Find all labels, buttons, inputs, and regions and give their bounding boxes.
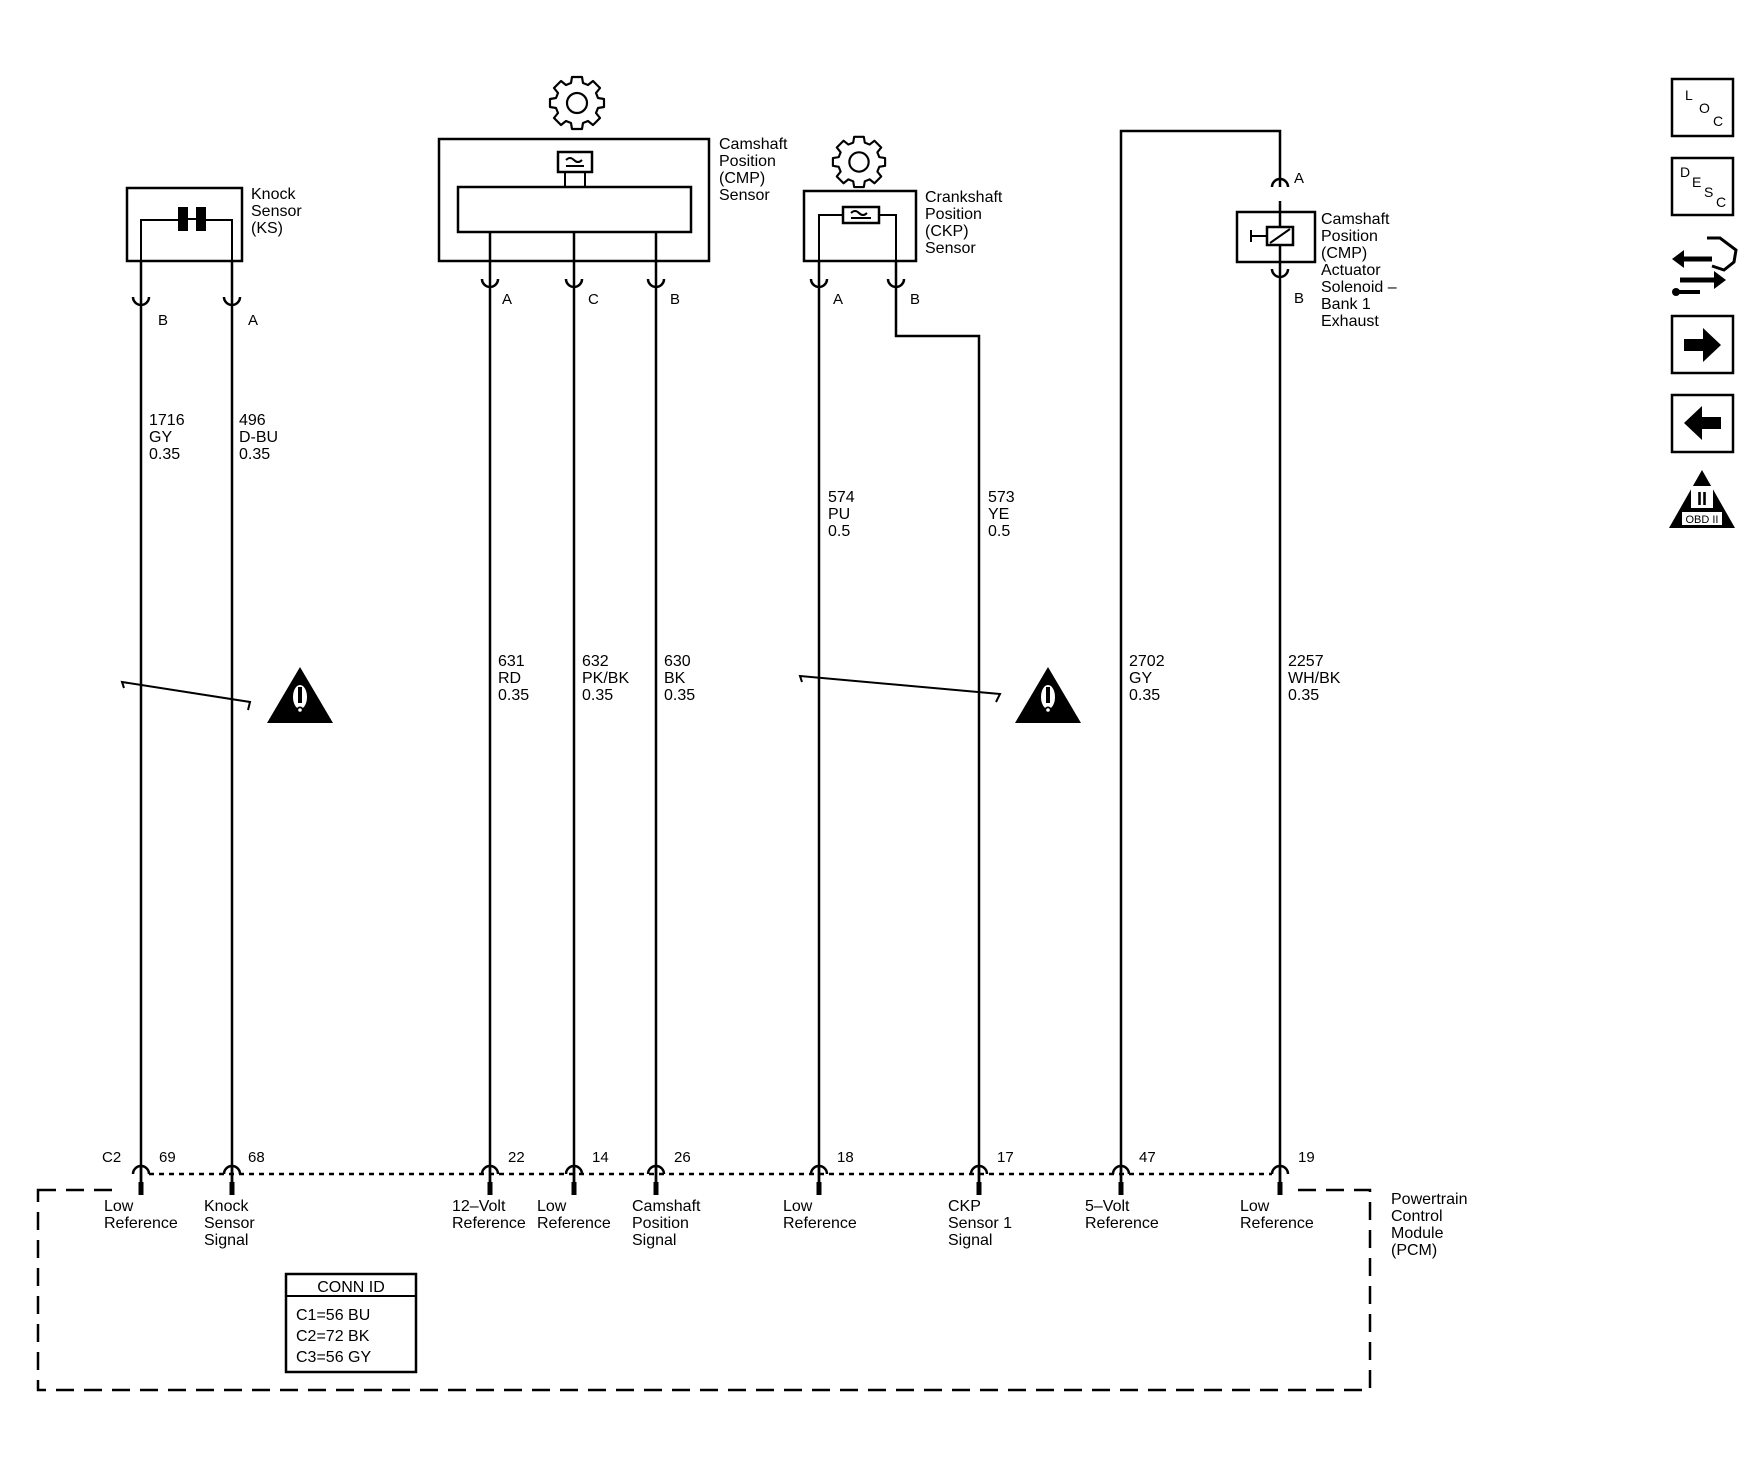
obd-roman: II [1697,489,1707,509]
conn-id-row: C2=72 BK [296,1328,370,1345]
circuit-631-label: 631 RD 0.35 [498,653,529,704]
loc-letter: O [1699,100,1710,116]
conn-id-title: CONN ID [317,1279,385,1296]
pcm-terminal-label: CKP Sensor 1 Signal [948,1198,1017,1249]
circuit-632-label: 632 PK/BK 0.35 [582,653,634,704]
pcm-terminal-label: Low Reference [537,1198,611,1232]
pin-label: A [1294,170,1304,187]
circuit-2257-label: 2257 WH/BK 0.35 [1288,653,1345,704]
description-button[interactable]: D E S C [1670,156,1735,217]
pcm-terminal-label: Low Reference [104,1198,178,1232]
ckp-sensor-label: Crankshaft Position (CKP) Sensor [925,189,1007,257]
circuit-2702-label: 2702 GY 0.35 [1129,653,1169,704]
circuit-574-label: 574 PU 0.5 [828,489,859,540]
location-button[interactable]: L O C [1670,77,1735,138]
next-button[interactable] [1670,314,1735,375]
gear-icon [548,75,606,131]
desc-letter: C [1716,194,1726,210]
next-arrow-icon [1684,328,1721,362]
circuit-labels: 1716 GY 0.35 496 D-BU 0.35 631 RD 0.35 6… [149,412,1345,704]
wires [139,129,1282,1190]
pcm-pin: 19 [1298,1149,1315,1166]
pcm-terminal-label: 5–Volt Reference [1085,1198,1159,1232]
knock-sensor: Knock Sensor (KS) [125,186,306,263]
pcm: C2 69 68 22 14 26 18 17 47 19 Low Refere… [36,1149,1472,1392]
caution-icon[interactable] [267,667,333,723]
conn-id-table: CONN ID C1=56 BU C2=72 BK C3=56 GY [284,1272,418,1374]
pin-label: B [1294,290,1304,307]
circuit-496-label: 496 D-BU 0.35 [239,412,283,463]
pcm-pin: 18 [837,1149,854,1166]
pcm-terminal-label: Knock Sensor Signal [204,1198,259,1249]
pcm-connector-id: C2 [102,1149,121,1166]
pin-label: A [248,312,258,329]
pin-label: B [670,291,680,308]
circuit-630-label: 630 BK 0.35 [664,653,695,704]
pcm-body [36,1188,1372,1392]
pcm-pin: 14 [592,1149,609,1166]
back-arrow-icon [1684,406,1721,440]
pcm-pin: 22 [508,1149,525,1166]
pin-label: A [502,291,512,308]
nav-toolbar: L O C D E S C [1669,77,1738,528]
pcm-pin: 26 [674,1149,691,1166]
pcm-terminal-label: Low Reference [783,1198,857,1232]
conn-id-row: C3=56 GY [296,1349,371,1366]
pcm-pin: 68 [248,1149,265,1166]
loc-letter: C [1713,113,1723,129]
obd-text: OBD II [1685,514,1718,526]
loc-letter: L [1685,87,1693,103]
desc-letter: D [1680,164,1690,180]
pcm-terminal-label: Camshaft Position Signal [632,1198,705,1249]
cmp-actuator-solenoid: Camshaft Position (CMP) Actuator Solenoi… [1235,201,1401,330]
circuit-573-label: 573 YE 0.5 [988,489,1019,540]
knock-sensor-label: Knock Sensor (KS) [251,186,306,237]
obd-ii-icon[interactable]: II OBD II [1669,470,1735,528]
pcm-pin: 17 [997,1149,1014,1166]
pcm-terminal-label: 12–Volt Reference [452,1198,526,1232]
caution-icon[interactable] [1015,667,1081,723]
cmp-actuator-label: Camshaft Position (CMP) Actuator Solenoi… [1321,211,1401,330]
sensor-connectors: B A A C B A B A B [131,170,1304,329]
pcm-terminals [131,1164,1290,1195]
pcm-terminal-label: Low Reference [1240,1198,1314,1232]
desc-letter: S [1704,184,1713,200]
conn-id-row: C1=56 BU [296,1307,370,1324]
circuit-1716-label: 1716 GY 0.35 [149,412,189,463]
twisted-pair-markers [120,667,1081,723]
pcm-pin: 47 [1139,1149,1156,1166]
schematic-flow-icon[interactable] [1672,236,1738,296]
gear-icon [831,135,887,189]
pin-label: B [910,291,920,308]
pin-label: C [588,291,599,308]
ckp-sensor: Crankshaft Position (CKP) Sensor [802,135,1007,263]
cmp-sensor: Camshaft Position (CMP) Sensor [437,75,792,263]
cmp-sensor-label: Camshaft Position (CMP) Sensor [719,136,792,204]
desc-letter: E [1692,174,1701,190]
back-button[interactable] [1670,393,1735,454]
pin-label: B [158,312,168,329]
pcm-label: Powertrain Control Module (PCM) [1391,1191,1472,1259]
pcm-pin: 69 [159,1149,176,1166]
pin-label: A [833,291,843,308]
ckp-sensor-body [802,189,918,263]
